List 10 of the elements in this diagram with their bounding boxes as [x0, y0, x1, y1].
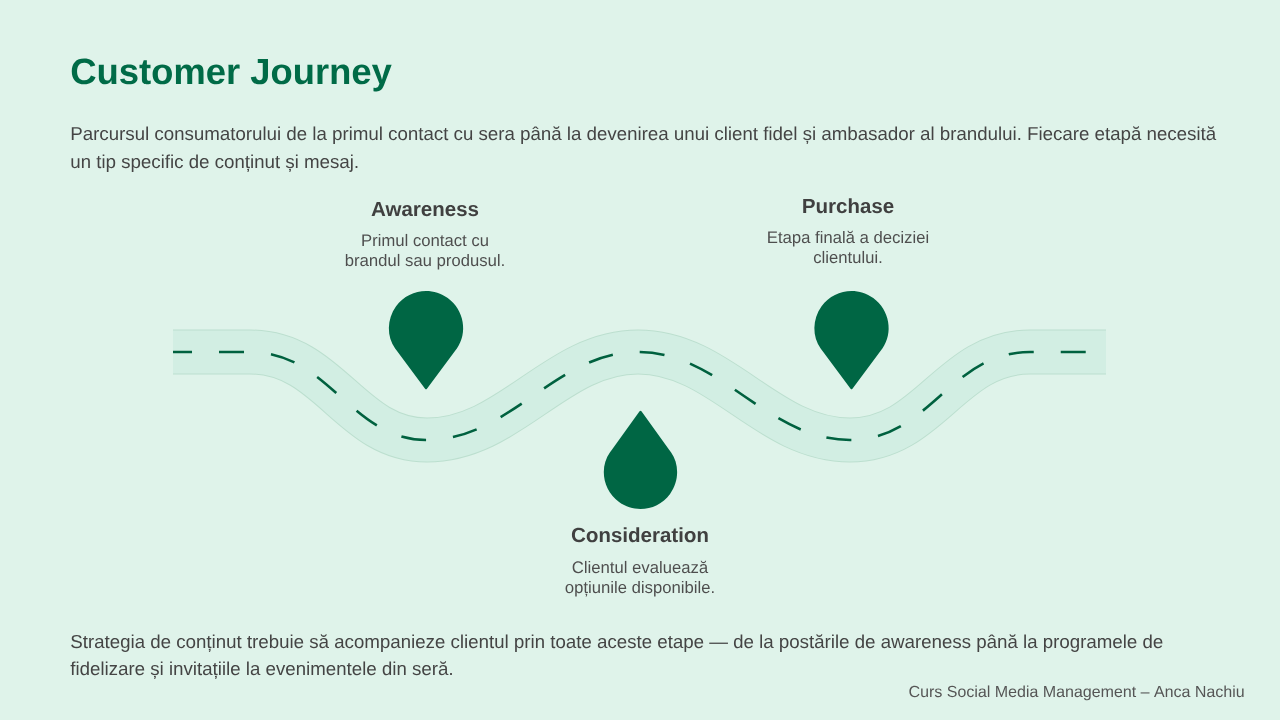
stage-heading: Purchase — [803, 198, 894, 214]
stage-description: Primul contact cu brandul sau produsul. — [345, 233, 504, 270]
title: Customer Journey — [71, 58, 392, 92]
stage-heading: Consideration — [571, 527, 708, 543]
footer-text: Curs Social Media Management – Anca Nachiu — [909, 685, 1244, 701]
intro-text: Parcursul consumatorului de la primul contact cu sera până la devenirea unui client fidel și ambasador al brandului. Fiecare etapă necesită un tip specific de conținut și mesaj. — [71, 126, 1217, 172]
stage-heading: Awareness — [371, 201, 479, 217]
closing-text: Strategia de conținut trebuie să acompanieze clientul prin toate aceste etape — de la postările de awareness până la programele de fidelizare și invitațiile la evenimentele din seră. — [70, 634, 1163, 679]
stage-description: Clientul evaluează opțiunile disponibile. — [565, 560, 714, 597]
stage-description: Etapa finală a deciziei clientului. — [768, 230, 929, 264]
